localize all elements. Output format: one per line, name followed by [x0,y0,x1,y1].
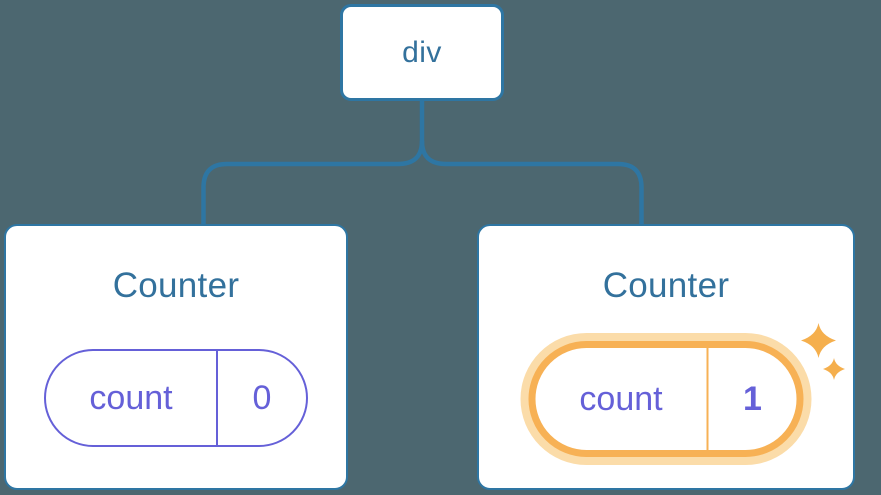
sparkle-icon [801,323,836,358]
state-value: 1 [743,379,762,418]
root-node-label: div [402,35,442,69]
root-node-div: div [340,4,504,101]
connector-right-branch [419,140,644,224]
state-pill: count 0 [44,349,308,447]
counter-card-right: Counter count 1 [477,224,855,490]
state-key-label: count [536,348,709,450]
state-key-label: count [46,351,218,445]
state-value: 0 [252,378,272,417]
connector-left-branch [201,140,425,224]
counter-card-left: Counter count 0 [4,224,348,490]
counter-card-title: Counter [602,266,730,305]
sparkle-icon [823,358,845,380]
counter-card-title: Counter [112,266,240,305]
state-pill-highlighted: count 1 [528,341,804,457]
